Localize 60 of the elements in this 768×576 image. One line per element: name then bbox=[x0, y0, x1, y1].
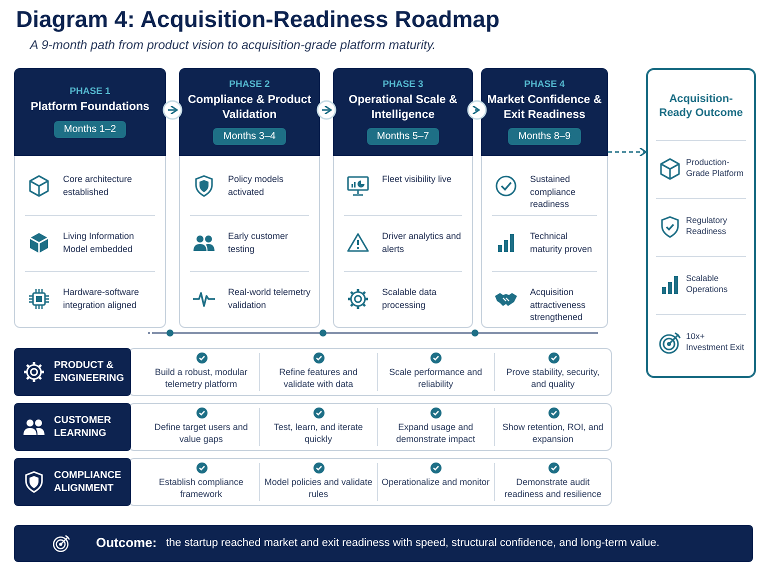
subtitle: A 9-month path from product vision to acquisition-grade platform maturity. bbox=[30, 38, 436, 52]
banner-label: Outcome: bbox=[96, 535, 157, 550]
feature-text: Scalable data processing bbox=[382, 286, 438, 312]
lane-header bbox=[14, 458, 131, 506]
phase-label: PHASE 3 bbox=[382, 79, 424, 90]
panel-heading: Acquisition-Ready Outcome bbox=[658, 92, 744, 121]
lane-row bbox=[128, 403, 612, 451]
feature-text: Living Information Model embedded bbox=[63, 230, 136, 256]
feature-text: Technical maturity proven bbox=[530, 230, 594, 256]
phase-card bbox=[179, 68, 320, 328]
outcome-panel bbox=[646, 68, 756, 378]
lane-title: COMPLIANCE ALIGNMENT bbox=[54, 469, 122, 495]
phase-title: Platform Foundations bbox=[30, 100, 150, 115]
phase-card bbox=[14, 68, 166, 328]
lane-row bbox=[128, 458, 612, 506]
step-text: Define target users and value gaps bbox=[153, 422, 249, 446]
step-text: Refine features and validate with data bbox=[278, 367, 359, 390]
phase-title: Compliance & Product Validation bbox=[186, 93, 312, 122]
step-text: Model policies and validate rules bbox=[264, 477, 372, 500]
phase-title: Operational Scale & Intelligence bbox=[348, 93, 458, 122]
step-text: Show retention, ROI, and expansion bbox=[501, 422, 604, 446]
feature-text: Policy models activated bbox=[228, 173, 285, 198]
feature-text: Real-world telemetry validation bbox=[228, 286, 311, 312]
step-text: Expand usage and demonstrate impact bbox=[395, 422, 476, 446]
phase-card bbox=[481, 68, 608, 328]
step-text: Prove stability, security, and quality bbox=[505, 367, 600, 390]
lane-title: PRODUCT & ENGINEERING bbox=[54, 359, 126, 385]
phase-card bbox=[333, 68, 473, 328]
step-text: Operationalize and monitor bbox=[382, 477, 490, 489]
feature-text: Early customer testing bbox=[228, 230, 290, 256]
lane-header bbox=[14, 403, 131, 451]
phase-label: PHASE 1 bbox=[70, 86, 110, 98]
lane-title: CUSTOMER LEARNING bbox=[54, 414, 112, 440]
phase-label: PHASE 4 bbox=[524, 79, 565, 90]
step-text: Scale performance and reliability bbox=[388, 367, 484, 390]
banner-text: the startup reached market and exit readiness with speed, structural confidence, and long-term value. bbox=[166, 537, 660, 549]
feature-text: Driver analytics and alerts bbox=[382, 230, 462, 256]
diagram-title: Diagram 4: Acquisition-Readiness Roadmap bbox=[16, 6, 500, 33]
lane-row bbox=[128, 348, 612, 396]
months-pill: Months 1–2 bbox=[54, 120, 126, 138]
feature-text: Fleet visibility live bbox=[382, 173, 453, 186]
outcome-banner bbox=[14, 525, 753, 562]
months-pill: Months 3–4 bbox=[213, 128, 286, 145]
feature-text: Regulatory Readiness bbox=[686, 215, 728, 238]
months-pill: Months 8–9 bbox=[508, 128, 581, 145]
months-pill: Months 5–7 bbox=[366, 128, 440, 145]
feature-text: 10x+ Investment Exit bbox=[686, 331, 746, 354]
phase-label: PHASE 2 bbox=[229, 79, 270, 90]
feature-text: Production-Grade Platform bbox=[686, 157, 745, 180]
feature-text: Acquisition attractiveness strengthened bbox=[530, 286, 587, 324]
feature-text: Scalable Operations bbox=[686, 273, 729, 296]
lane-header bbox=[14, 348, 131, 396]
feature-text: Hardware-software integration aligned bbox=[63, 286, 140, 312]
feature-text: Core architecture established bbox=[63, 173, 134, 198]
step-text: Demonstrate audit readiness and resilience bbox=[503, 477, 602, 500]
feature-text: Sustained compliance readiness bbox=[530, 173, 577, 211]
phase-title: Market Confidence & Exit Readiness bbox=[486, 93, 603, 122]
step-text: Establish compliance framework bbox=[158, 477, 244, 500]
step-text: Test, learn, and iterate quickly bbox=[272, 422, 364, 446]
step-text: Build a robust, modular telemetry platform bbox=[154, 367, 248, 390]
